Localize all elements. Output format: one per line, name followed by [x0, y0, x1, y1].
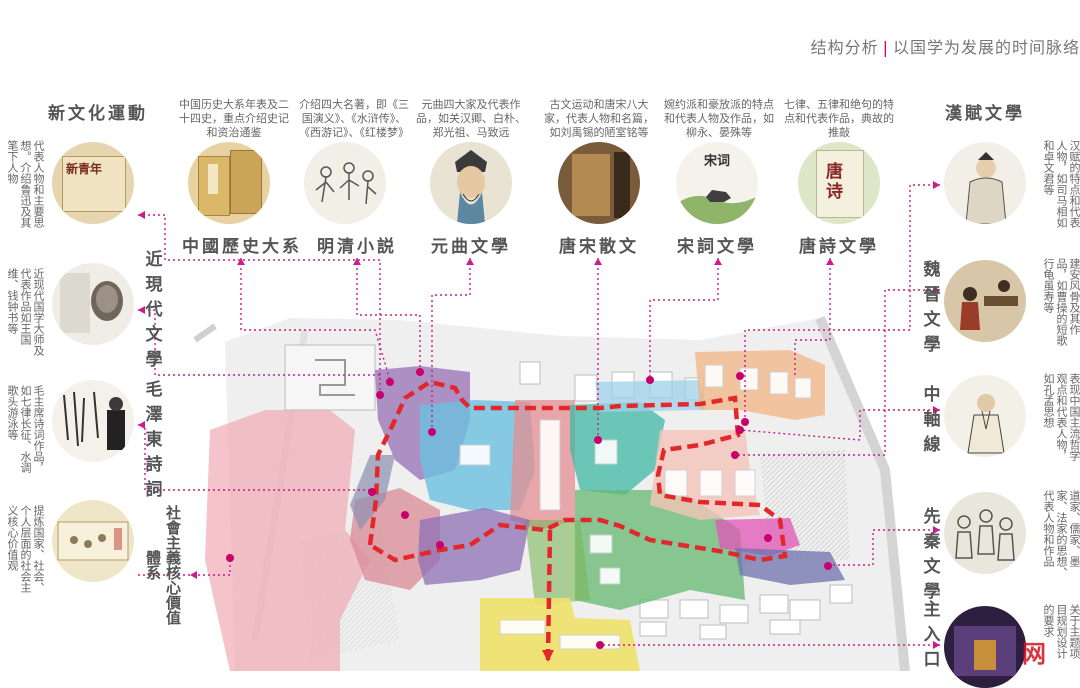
stage-icon	[944, 606, 1026, 688]
tour-route	[367, 379, 788, 661]
top-desc-history: 中国历史大系年表及二十四史，重点介绍史记和资治通鉴	[179, 98, 289, 139]
label-song-ci: 宋詞文學	[677, 237, 757, 257]
han-fu-portrait-icon	[944, 142, 1026, 224]
vertical-label-main-entrance: 主入口	[923, 600, 941, 670]
poetry-book-icon: 唐诗	[798, 142, 880, 224]
painting-icon: 宋词	[676, 142, 758, 224]
masterplan-diagram	[138, 181, 940, 671]
newspaper-icon: 新青年	[52, 142, 134, 224]
connector-lines	[138, 184, 940, 646]
song-ci-image-text: 宋词	[704, 154, 731, 169]
right-desc-axis: 表现中国主流哲学观点和代表人物，如孔孟思想	[1042, 373, 1080, 461]
core-values-text: 社會主義核心價值體系	[144, 505, 182, 625]
new-youth-image-text: 新青年	[66, 162, 103, 176]
book-icon	[188, 142, 270, 224]
label-tang-song-prose: 唐宋散文	[559, 237, 639, 257]
zone-green-left	[525, 520, 590, 605]
figures-icon	[944, 492, 1026, 574]
top-desc-yuan-qu: 元曲四大家及代表作品，如关汉卿、白朴、郑光祖、马致远	[416, 98, 526, 139]
wei-jin-painting-icon	[944, 260, 1026, 342]
scroll-icon	[52, 500, 134, 582]
scholar-icon	[52, 263, 134, 345]
left-desc-new-culture: 代表人物和主要思想。介绍鲁迅及其笔下人物	[6, 140, 45, 228]
watermark: 网	[1022, 640, 1046, 668]
right-title: 漢賦文學	[945, 104, 1025, 124]
vertical-label-modern-literature: 近現代文學	[145, 250, 163, 370]
header-left: 结构分析	[810, 38, 879, 57]
top-desc-tang-song-prose: 古文运动和唐宋八大家，代表人物和名篇，如刘禹锡的陋室铭等	[544, 98, 654, 139]
label-yuan-qu: 元曲文學	[431, 237, 511, 257]
book-cover-icon	[558, 142, 640, 224]
top-desc-tang-poetry: 七律、五律和绝句的特点和代表作品，典故的推敲	[784, 98, 894, 139]
right-desc-entrance: 关于主题项目规划设计的要求	[1042, 604, 1080, 659]
right-desc-pre-qin: 道家、儒家、墨家、法家的思想、代表人物和作品	[1042, 490, 1080, 578]
top-desc-ming-qing: 介绍四大名著，即《三国演义》、《水浒传》、《西游记》、《红楼梦》	[299, 98, 409, 139]
zone-pink-large	[205, 410, 370, 671]
portrait-icon	[430, 142, 512, 224]
site-map	[193, 316, 910, 671]
left-title: 新文化運動	[48, 104, 148, 124]
label-history: 中國歷史大系	[182, 237, 302, 257]
left-desc-scholars: 近现代国学大师及代表作品如王国维、钱钟书等	[6, 268, 45, 356]
calligraphy-icon	[52, 380, 134, 462]
header-right: 以国学为发展的时间脉络	[892, 38, 1080, 57]
top-desc-song-ci: 婉约派和豪放派的特点和代表人物及作品，如柳永、晏殊等	[664, 98, 774, 139]
zone-navy	[735, 548, 845, 585]
ink-figures-icon	[304, 142, 386, 224]
tang-poetry-image-text: 唐诗	[826, 162, 843, 202]
left-desc-core-values: 提炼国家、社会、个人层面的社会主义核心价值观	[6, 505, 45, 593]
vertical-label-wei-jin: 魏晉文學	[923, 260, 941, 355]
zone-lightblue-top	[595, 380, 705, 412]
zone-markers	[226, 368, 832, 649]
zone-orange	[695, 350, 825, 420]
vertical-label-pre-qin: 先秦文學	[923, 507, 941, 602]
section-header: 结构分析|以国学为发展的时间脉络	[811, 34, 1080, 58]
sage-icon	[944, 375, 1026, 457]
label-tang-poetry: 唐詩文學	[799, 237, 879, 257]
vertical-label-mao-poetry: 毛澤東詩詞	[145, 380, 163, 500]
right-desc-han-fu: 汉赋的特点和代表人物，如司马相如和卓文君等	[1042, 140, 1080, 228]
header-separator: |	[882, 38, 889, 57]
right-desc-wei-jin: 建安风骨及其作品，如曹操的短歌行龟虽寿等	[1042, 258, 1080, 346]
left-desc-mao-poetry: 毛主席诗词作品，如七律长征、水调歌头游泳等	[6, 385, 45, 473]
zone-magenta	[715, 518, 800, 556]
label-ming-qing: 明清小説	[317, 237, 397, 257]
vertical-label-central-axis: 中軸線	[923, 385, 941, 455]
vertical-label-core-values: 社會主義核心價值體系	[143, 505, 187, 625]
